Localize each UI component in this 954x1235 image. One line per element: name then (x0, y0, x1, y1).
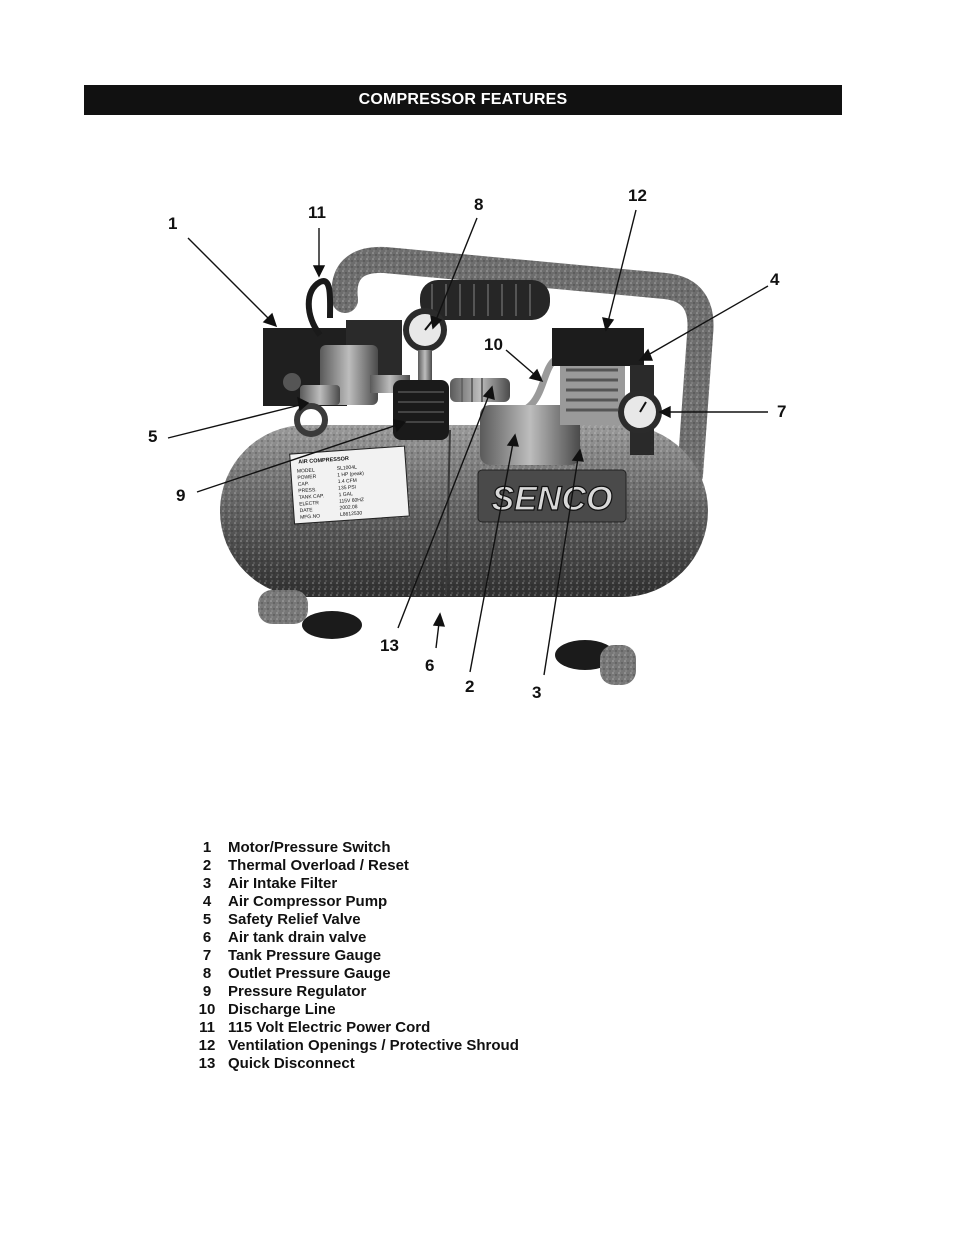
legend-number: 13 (198, 1054, 216, 1072)
legend-item: 11 115 Volt Electric Power Cord (186, 1018, 646, 1036)
callout-2: 2 (465, 677, 475, 696)
legend-item: 3 Air Intake Filter (186, 874, 646, 892)
legend-label: Thermal Overload / Reset (228, 856, 409, 874)
manifold (294, 345, 410, 437)
plate-value: 1 HP (peak) (337, 471, 364, 479)
plate-value: 1.4 CFM (338, 478, 358, 485)
legend-label: Discharge Line (228, 1000, 336, 1018)
legend-label: Air Compressor Pump (228, 892, 388, 910)
brand-logo: SENCO (492, 480, 613, 518)
legend-label: Air tank drain valve (228, 928, 367, 946)
legend-label: Safety Relief Valve (228, 910, 361, 928)
callout-10: 10 (484, 335, 503, 354)
callout-5: 5 (148, 427, 158, 446)
legend-label: Motor/Pressure Switch (228, 838, 391, 856)
legend-label: Ventilation Openings / Protective Shroud (228, 1036, 519, 1054)
callout-12: 12 (628, 186, 647, 205)
section-title: COMPRESSOR FEATURES (358, 91, 568, 108)
legend-number: 4 (202, 892, 212, 910)
plate-value: L8612530 (340, 510, 363, 518)
legend-number: 6 (202, 928, 212, 946)
plate-key: POWER (297, 474, 317, 481)
legend-item: 2 Thermal Overload / Reset (186, 856, 646, 874)
callout-1: 1 (168, 214, 178, 233)
callout-13: 13 (380, 636, 399, 655)
plate-value: 135 PSI (338, 484, 356, 491)
outlet-gauge (403, 308, 447, 380)
plate-key: ELECTR (299, 500, 319, 507)
plate-value: 2002.08 (339, 504, 358, 511)
plate-value: SL1004L (337, 464, 358, 471)
callout-7: 7 (777, 402, 787, 421)
legend-item: 7 Tank Pressure Gauge (186, 946, 646, 964)
legend-number: 11 (199, 1018, 215, 1036)
pump-assembly (480, 328, 654, 465)
legend-label: Quick Disconnect (228, 1054, 355, 1072)
legend-item: 9 Pressure Regulator (186, 982, 646, 1000)
legend-item: 5 Safety Relief Valve (186, 910, 646, 928)
legend-number: 7 (202, 946, 212, 964)
legend-number: 9 (202, 982, 212, 1000)
plate-key: DATE (299, 507, 313, 514)
brand-badge: SENCO (477, 469, 627, 523)
callout-leader-lines (167, 209, 769, 676)
legend-item: 13 Quick Disconnect (186, 1054, 646, 1072)
legend-number: 3 (202, 874, 212, 892)
legend-item: 10 Discharge Line (186, 1000, 646, 1018)
legend-item: 1 Motor/Pressure Switch (186, 838, 646, 856)
quick-disconnect (450, 378, 510, 402)
legend-label: 115 Volt Electric Power Cord (228, 1018, 431, 1036)
legend-number: 5 (202, 910, 212, 928)
legend-number: 1 (202, 838, 212, 856)
plate-key: TANK CAP. (299, 493, 325, 501)
legend-label: Pressure Regulator (228, 982, 367, 1000)
legend-number: 8 (202, 964, 212, 982)
legend-label: Air Intake Filter (228, 874, 338, 892)
callout-3: 3 (532, 683, 542, 702)
legend-item: 6 Air tank drain valve (186, 928, 646, 946)
legend-label: Outlet Pressure Gauge (228, 964, 391, 982)
plate-key: PRESS. (298, 487, 317, 494)
plate-key: MODEL (297, 467, 315, 474)
tank-feet (258, 590, 636, 685)
callout-11: 11 (308, 203, 326, 222)
callout-6: 6 (425, 656, 435, 675)
tank-gauge (618, 390, 662, 434)
discharge-line (504, 357, 558, 416)
data-plate: AIR COMPRESSOR MODEL SL1004L POWER 1 HP (pe… (289, 445, 410, 525)
frame-handle (331, 246, 714, 488)
legend-item: 8 Outlet Pressure Gauge (186, 964, 646, 982)
callout-4: 4 (770, 270, 780, 289)
plate-key: CAP. (298, 481, 309, 488)
legend-label: Tank Pressure Gauge (228, 946, 382, 964)
pressure-regulator (393, 380, 449, 440)
plate-value: 115V 60HZ (339, 497, 364, 505)
legend-number: 10 (198, 1000, 216, 1018)
legend-item: 4 Air Compressor Pump (186, 892, 646, 910)
legend-number: 2 (202, 856, 212, 874)
plate-key: MFG.NO (300, 513, 320, 520)
plate-title: AIR COMPRESSOR (298, 456, 349, 466)
compressor-illustration: AIR COMPRESSOR MODEL SL1004L POWER 1 HP (pe… (167, 209, 769, 685)
callout-9: 9 (176, 486, 186, 505)
legend-number: 12 (198, 1036, 216, 1054)
section-title-banner: COMPRESSOR FEATURES (84, 85, 842, 115)
feature-legend: 1 Motor/Pressure Switch 2 Thermal Overload… (186, 838, 646, 1072)
plate-value: 1 GAL (338, 491, 353, 498)
callout-8: 8 (474, 195, 484, 214)
legend-item: 12 Ventilation Openings / Protective Shro… (186, 1036, 646, 1054)
